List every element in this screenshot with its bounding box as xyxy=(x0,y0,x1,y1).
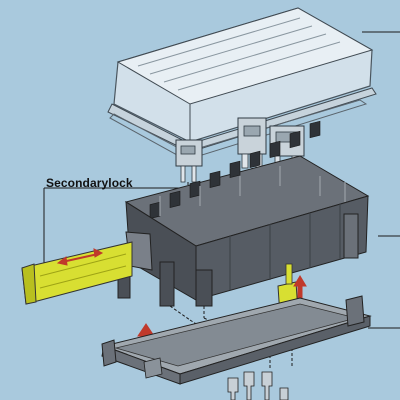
secondary-lock xyxy=(21,241,133,305)
fuse-left xyxy=(175,139,203,196)
transparent-cover xyxy=(107,7,377,161)
fuses xyxy=(175,117,305,196)
bottom-tray xyxy=(101,295,372,385)
arrow-horizontal-icon xyxy=(56,248,104,266)
fuse-box-housing xyxy=(117,120,370,307)
secondary-lock-callout: Secondarylock xyxy=(46,176,133,190)
terminals xyxy=(227,371,289,400)
